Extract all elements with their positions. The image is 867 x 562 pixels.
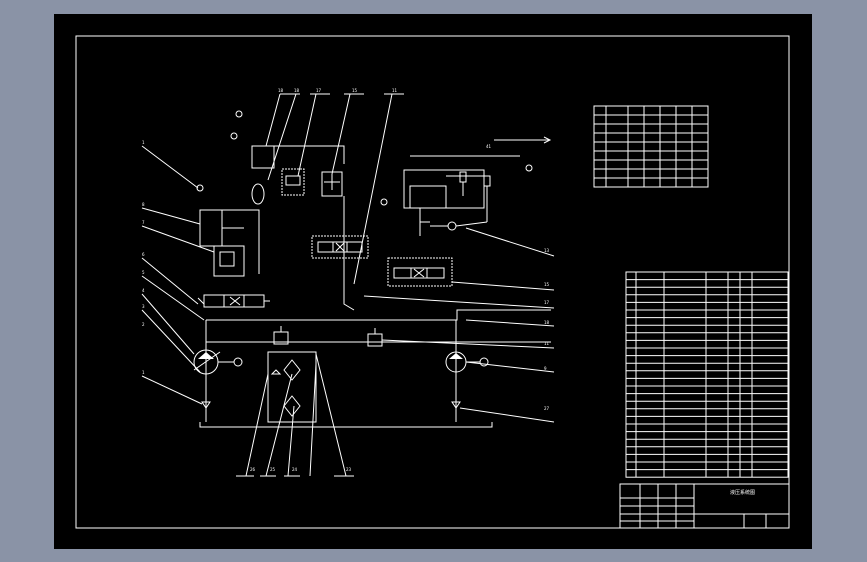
callout: 18 (544, 320, 550, 325)
callout: 6 (142, 252, 145, 257)
callout: 2 (142, 322, 145, 327)
table-frame (625, 271, 789, 478)
callout: 9 (544, 366, 547, 371)
callout: 4 (142, 288, 145, 293)
callout: 13 (544, 248, 550, 253)
callouts: 18 18 17 15 11 1 8 7 6 5 4 3 2 1 13 15 1… (142, 88, 550, 472)
relief-valve-left (273, 326, 289, 345)
center-feed (343, 196, 355, 311)
callout: 25 (270, 467, 276, 472)
filter-group (267, 351, 317, 423)
callout: 18 (294, 88, 300, 93)
gauge-left (196, 184, 204, 192)
gauge-center (380, 198, 388, 206)
directional-valve-left (197, 294, 270, 308)
callout: 11 (544, 341, 550, 346)
directional-valve-right (387, 257, 453, 287)
tank-outline (199, 422, 493, 428)
title-block: 液压系统图 (619, 483, 790, 529)
callout: 18 (278, 88, 284, 93)
callout: 1 (142, 370, 145, 375)
callout: 11 (392, 88, 398, 93)
callout: 17 (544, 300, 550, 305)
callout: 5 (142, 270, 145, 275)
hydraulic-schematic: 18 18 17 15 11 1 8 7 6 5 4 3 2 1 13 15 1… (75, 35, 790, 529)
cylinder-right (403, 155, 520, 236)
cylinder-top (230, 110, 345, 205)
callout: 27 (544, 406, 550, 411)
drawing-sheet: 18 18 17 15 11 1 8 7 6 5 4 3 2 1 13 15 1… (54, 14, 812, 549)
cylinder-left (199, 209, 260, 277)
leaders-top (265, 93, 393, 285)
callout: 23 (346, 467, 352, 472)
pump-left (193, 349, 243, 375)
callout: 26 (250, 467, 256, 472)
drawing-border (75, 35, 790, 529)
drawing-title: 液压系统图 (730, 489, 755, 496)
schematic (141, 93, 555, 477)
pressure-line (206, 309, 551, 321)
leaders-bottom (245, 353, 347, 477)
callout: 41 (486, 144, 492, 149)
check-valve-right (451, 401, 461, 409)
callout: 17 (316, 88, 322, 93)
callout: 1 (142, 140, 145, 145)
check-valve-left (201, 401, 211, 409)
relief-valve-right (367, 328, 383, 347)
callout: 7 (142, 220, 145, 225)
directional-valve-center (311, 235, 369, 259)
callout: 3 (142, 304, 145, 309)
callout: 15 (544, 282, 550, 287)
direction-arrow (494, 136, 552, 144)
leaders-right (363, 227, 555, 423)
table-frame (593, 105, 709, 188)
callout: 8 (142, 202, 145, 207)
action-sequence-table (593, 105, 709, 188)
pressure-switch-top (281, 168, 343, 197)
callout: 24 (292, 467, 298, 472)
callout: 15 (352, 88, 358, 93)
gauge-right (525, 164, 533, 172)
leaders-left (141, 145, 215, 405)
parts-list-table (625, 271, 789, 478)
